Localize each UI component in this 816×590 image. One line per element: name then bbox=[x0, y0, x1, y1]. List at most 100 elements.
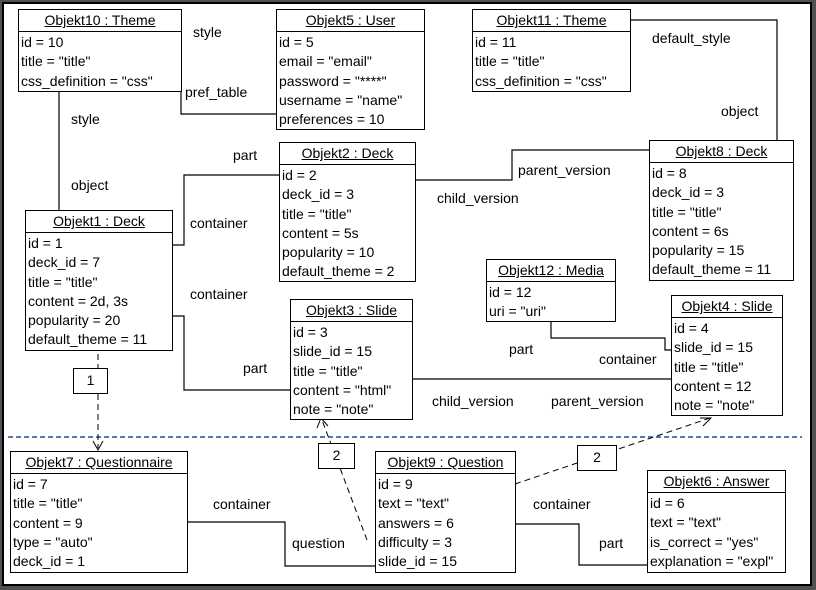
object-slide4[interactable]: Objekt4 : Slide id = 4 slide_id = 15 tit… bbox=[671, 295, 783, 416]
attr-row: id = 12 bbox=[489, 284, 532, 300]
attr-row: content = 2d, 3s bbox=[28, 292, 129, 309]
object-deck1[interactable]: Objekt1 : Deck id = 1 deck_id = 7 title … bbox=[25, 210, 173, 351]
attr-row: id = 8 bbox=[652, 165, 687, 181]
attr-row: id = 9 bbox=[378, 476, 413, 492]
object-answer6[interactable]: Objekt6 : Answer id = 6 text = "text" is… bbox=[647, 470, 786, 573]
object-title: Objekt5 : User bbox=[305, 12, 396, 28]
label-question: question bbox=[292, 535, 345, 551]
attr-row: default_theme = 11 bbox=[28, 331, 148, 348]
label-pref-table: pref_table bbox=[185, 84, 248, 100]
attr-row: email = "email" bbox=[279, 53, 372, 70]
label-child-version-top: child_version bbox=[437, 190, 519, 206]
attr-row: id = 6 bbox=[650, 495, 685, 511]
attr-row: title = "title" bbox=[293, 362, 363, 379]
object-title: Objekt6 : Answer bbox=[663, 473, 770, 489]
object-title: Objekt2 : Deck bbox=[301, 145, 394, 161]
attr-row: text = "text" bbox=[378, 495, 450, 512]
attr-row: note = "note" bbox=[674, 397, 755, 414]
edge-theme11-deck8 bbox=[631, 19, 778, 141]
attr-row: preferences = 10 bbox=[279, 111, 385, 128]
attr-row: title = "title" bbox=[674, 358, 744, 375]
object-title: Objekt11 : Theme bbox=[496, 12, 607, 28]
object-user5[interactable]: Objekt5 : User id = 5 email = "email" pa… bbox=[276, 9, 425, 130]
object-questionnaire7[interactable]: Objekt7 : Questionnaire id = 7 title = "… bbox=[10, 451, 188, 573]
attr-row: password = "****" bbox=[279, 72, 387, 89]
attr-row: content = 9 bbox=[13, 514, 83, 531]
label-object-right: object bbox=[721, 103, 759, 119]
dep-arrow-2a bbox=[321, 419, 368, 541]
label-parent-version-bottom: parent_version bbox=[551, 393, 644, 409]
object-theme11[interactable]: Objekt11 : Theme id = 11 title = "title"… bbox=[472, 9, 631, 92]
attr-row: title = "title" bbox=[21, 53, 91, 70]
attr-row: type = "auto" bbox=[13, 533, 93, 550]
attr-row: explanation = "expl" bbox=[650, 552, 774, 569]
object-question9[interactable]: Objekt9 : Question id = 9 text = "text" … bbox=[375, 451, 516, 573]
attr-row: slide_id = 15 bbox=[674, 339, 754, 356]
attr-row: title = "title" bbox=[28, 273, 98, 290]
attr-row: content = 6s bbox=[652, 222, 729, 239]
arrowhead-2b bbox=[700, 417, 713, 427]
attr-row: popularity = 20 bbox=[28, 312, 121, 329]
attr-row: answers = 6 bbox=[378, 514, 454, 531]
object-title: Objekt3 : Slide bbox=[305, 302, 398, 318]
attr-row: title = "title" bbox=[475, 53, 545, 70]
attr-row: content = 5s bbox=[282, 224, 359, 241]
attr-row: deck_id = 7 bbox=[28, 254, 100, 271]
attr-row: id = 5 bbox=[279, 34, 314, 50]
attr-row: content = "html" bbox=[293, 381, 392, 398]
edge-theme10-user5 bbox=[180, 44, 278, 115]
label-style-left: style bbox=[71, 111, 100, 127]
attr-row: id = 2 bbox=[282, 167, 317, 183]
attr-row: title = "title" bbox=[652, 203, 722, 220]
marker-2a: 2 bbox=[318, 443, 355, 469]
attr-row: is_correct = "yes" bbox=[650, 533, 759, 550]
marker-2b: 2 bbox=[577, 445, 617, 471]
attr-row: id = 1 bbox=[28, 235, 63, 251]
object-title: Objekt7 : Questionnaire bbox=[25, 454, 173, 470]
attr-row: id = 11 bbox=[475, 34, 517, 50]
attr-row: id = 10 bbox=[21, 34, 64, 50]
attr-row: default_theme = 11 bbox=[652, 261, 772, 278]
attr-row: css_definition = "css" bbox=[21, 72, 153, 89]
attr-row: slide_id = 15 bbox=[378, 553, 458, 570]
attr-row: note = "note" bbox=[293, 401, 374, 418]
edge-deck2-deck8 bbox=[415, 149, 650, 181]
edge-questionnaire7-question9 bbox=[187, 521, 376, 567]
label-default-style: default_style bbox=[652, 30, 731, 46]
object-title: Objekt9 : Question bbox=[387, 454, 504, 470]
object-title: Objekt8 : Deck bbox=[675, 143, 768, 159]
label-style-top: style bbox=[193, 24, 222, 40]
attr-row: content = 12 bbox=[674, 377, 752, 394]
object-slide3[interactable]: Objekt3 : Slide id = 3 slide_id = 15 tit… bbox=[290, 299, 413, 420]
object-deck2[interactable]: Objekt2 : Deck id = 2 deck_id = 3 title … bbox=[279, 142, 416, 282]
attr-row: deck_id = 3 bbox=[282, 186, 354, 203]
attr-row: slide_id = 15 bbox=[293, 343, 373, 360]
object-title: Objekt4 : Slide bbox=[681, 298, 773, 314]
object-deck8[interactable]: Objekt8 : Deck id = 8 deck_id = 3 title … bbox=[649, 140, 794, 281]
attr-row: difficulty = 3 bbox=[378, 533, 453, 550]
label-container-a: container bbox=[533, 496, 591, 512]
attr-row: username = "name" bbox=[279, 91, 403, 108]
edge-deck1-deck2 bbox=[172, 174, 280, 246]
attr-row: default_theme = 2 bbox=[282, 263, 395, 280]
edge-deck1-slide3 bbox=[172, 315, 292, 391]
label-object-left: object bbox=[71, 177, 109, 193]
label-parent-version-top: parent_version bbox=[518, 162, 611, 178]
attr-row: uri = "uri" bbox=[489, 303, 547, 320]
arrowhead-1 bbox=[92, 440, 104, 452]
label-container-media: container bbox=[599, 351, 657, 367]
attr-row: id = 7 bbox=[13, 476, 48, 492]
edge-question9-answer6 bbox=[515, 523, 648, 566]
object-title: Objekt1 : Deck bbox=[53, 213, 145, 229]
label-container-mid: container bbox=[190, 286, 248, 302]
label-container-q: container bbox=[213, 496, 271, 512]
label-container-top: container bbox=[190, 215, 248, 231]
attr-row: deck_id = 3 bbox=[652, 184, 724, 201]
object-title: Objekt10 : Theme bbox=[44, 12, 156, 28]
object-theme10[interactable]: Objekt10 : Theme id = 10 title = "title"… bbox=[18, 9, 182, 92]
object-media12[interactable]: Objekt12 : Media id = 12 uri = "uri" bbox=[486, 259, 616, 322]
attr-row: title = "title" bbox=[282, 205, 352, 222]
label-part-a: part bbox=[599, 535, 624, 551]
attr-row: id = 3 bbox=[293, 324, 328, 340]
